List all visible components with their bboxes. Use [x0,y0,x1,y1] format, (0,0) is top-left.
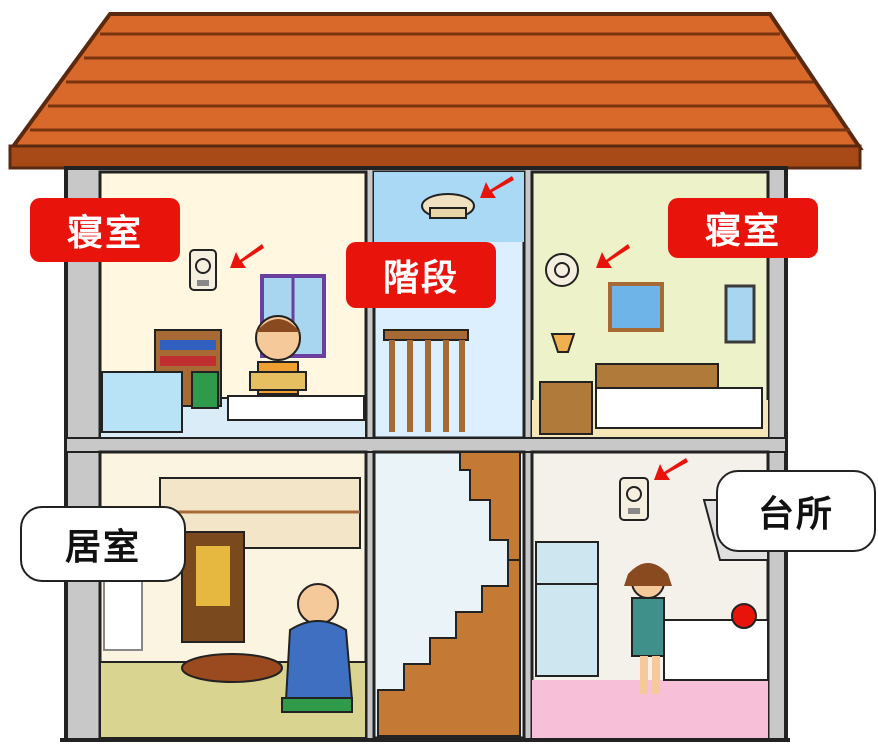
room-living [98,450,368,740]
label-kitchen: 台所 [716,470,876,552]
arrow-icon [230,244,264,268]
label-bedroom-right: 寝室 [668,198,818,258]
roof [8,12,864,170]
label-bedroom-left: 寝室 [30,198,180,262]
label-stairs: 階段 [346,242,496,308]
arrow-icon [654,458,688,480]
smoke-detector-icon [189,249,217,291]
arrow-icon [596,244,630,268]
arrow-icon [480,176,514,198]
label-living-room: 居室 [20,506,186,582]
room-stairs-lower [372,450,526,740]
smoke-detector-icon [545,253,579,287]
smoke-detector-icon [619,477,649,521]
